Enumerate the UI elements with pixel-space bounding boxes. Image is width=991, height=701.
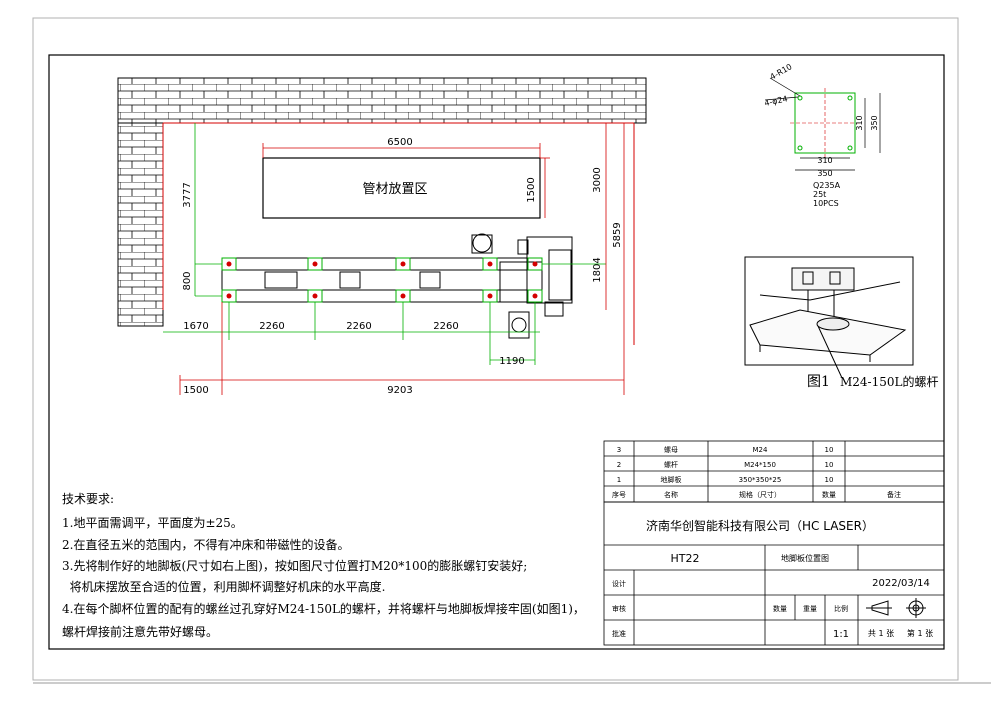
- dim-800: 800: [182, 271, 193, 290]
- tech-title: 技术要求:: [62, 492, 114, 506]
- pipe-storage-area: [262, 157, 541, 219]
- bom-row-1-no: 1: [617, 476, 621, 484]
- bom-row-2-no: 2: [617, 461, 621, 469]
- tech-requirements: 技术要求: 1.地平面需调平，平面度为±25。 2.在直径五米的范围内，不得有冲…: [62, 492, 585, 639]
- figure-1: 图1 M24-150L的螺杆: [744, 256, 939, 390]
- plate-width-350: 350: [817, 169, 832, 178]
- plate-detail: 4-R10 4-φ24 310 350 310 350 Q235A 25t 10…: [764, 62, 881, 208]
- room-outline: [162, 122, 635, 345]
- dim-3000: 3000: [592, 167, 603, 192]
- bom-text: 3 螺母 M24 10 2 螺杆 M24*150 10 1 地脚板 350*35…: [612, 445, 901, 499]
- dim-1500-vertical: 1500: [526, 177, 537, 202]
- foot-bolts: [226, 261, 538, 299]
- inner-border: [48, 54, 945, 650]
- outer-border: [32, 17, 959, 681]
- bom-header-name: 名称: [664, 490, 678, 499]
- tech-line-5: 4.在每个脚杯位置的配有的螺丝过孔穿好M24-150L的螺杆，并将螺杆与地脚板焊…: [62, 601, 585, 616]
- title-block: [603, 501, 945, 646]
- projection-symbol-icon: [866, 598, 926, 618]
- bom-row-2-qty: 10: [825, 461, 834, 469]
- figure-1-caption: M24-150L的螺杆: [840, 374, 939, 389]
- dimension-labels: 6500 1500 3000 3777 5859 800 1804 1670 2…: [182, 137, 623, 396]
- plate-width-310: 310: [817, 156, 832, 165]
- dim-1190: 1190: [499, 356, 524, 367]
- approve-label: 批准: [612, 629, 626, 638]
- tech-line-3: 3.先将制作好的地脚板(尺寸如右上图)，按如图尺寸位置打M20*100的膨胀螺钉…: [62, 558, 527, 573]
- dim-1500-horizontal: 1500: [183, 385, 208, 396]
- pipe-storage-label: 管材放置区: [362, 182, 427, 197]
- plate-material: Q235A: [813, 181, 841, 190]
- tech-line-2: 2.在直径五米的范围内，不得有冲床和带磁性的设备。: [62, 537, 349, 552]
- brick-wall: [117, 77, 647, 327]
- dim-2260-b: 2260: [346, 321, 371, 332]
- bom-row-1-spec: 350*350*25: [739, 476, 782, 484]
- green-guides: [163, 123, 606, 365]
- plate-thickness: 25t: [813, 190, 826, 199]
- dim-5859: 5859: [612, 222, 623, 247]
- plate-quantity: 10PCS: [813, 199, 839, 208]
- dim-2260-c: 2260: [433, 321, 458, 332]
- dim-1670: 1670: [183, 321, 208, 332]
- bom-row-2-spec: M24*150: [744, 461, 776, 469]
- bom-header-no: 序号: [612, 490, 626, 499]
- company-name: 济南华创智能科技有限公司（HC LASER）: [646, 518, 874, 533]
- dim-3777: 3777: [182, 182, 193, 207]
- bom-header-qty: 数量: [822, 490, 836, 499]
- sheet-number: 第 1 张: [907, 628, 933, 638]
- tech-line-4: 将机床摆放至合适的位置，利用脚杯调整好机床的水平高度.: [62, 579, 385, 594]
- bom-header-spec: 规格（尺寸）: [739, 490, 781, 499]
- foot-plates: [221, 257, 543, 303]
- review-label: 审核: [612, 604, 626, 613]
- bom-row-3-spec: M24: [753, 446, 768, 454]
- figure-1-label: 图1: [807, 374, 830, 390]
- drawing-date: 2022/03/14: [872, 578, 930, 589]
- bom-row-3-no: 3: [617, 446, 621, 454]
- plate-callout-radius: 4-R10: [769, 62, 794, 82]
- weight-label: 重量: [803, 605, 817, 613]
- red-dims: [179, 123, 625, 395]
- bom-row-3-qty: 10: [825, 446, 834, 454]
- dim-6500: 6500: [387, 137, 412, 148]
- tech-line-1: 1.地平面需调平，平面度为±25。: [62, 515, 243, 530]
- bom-header-note: 备注: [887, 490, 901, 499]
- count-label: 数量: [773, 604, 787, 613]
- title-block-text: 济南华创智能科技有限公司（HC LASER） HT22 地脚板位置图 设计 20…: [612, 518, 933, 640]
- bom-row-1-qty: 10: [825, 476, 834, 484]
- bom-row-2-name: 螺杆: [664, 460, 678, 469]
- bom-row-3-name: 螺母: [664, 445, 678, 454]
- model-number: HT22: [671, 552, 700, 565]
- scale-value: 1:1: [833, 629, 849, 640]
- design-label: 设计: [612, 579, 626, 588]
- plate-height-310: 310: [855, 115, 864, 130]
- dim-9203: 9203: [387, 385, 412, 396]
- drawing-name: 地脚板位置图: [781, 553, 829, 563]
- dim-2260-a: 2260: [259, 321, 284, 332]
- plate-callout-hole: 4-φ24: [764, 94, 789, 108]
- plate-height-350: 350: [870, 115, 879, 130]
- scale-label: 比例: [834, 604, 848, 613]
- sheets-total: 共 1 张: [868, 629, 894, 638]
- dim-1804: 1804: [592, 257, 603, 282]
- bom-row-1-name: 地脚板: [661, 475, 682, 484]
- tech-line-6: 螺杆焊接前注意先带好螺母。: [62, 624, 218, 639]
